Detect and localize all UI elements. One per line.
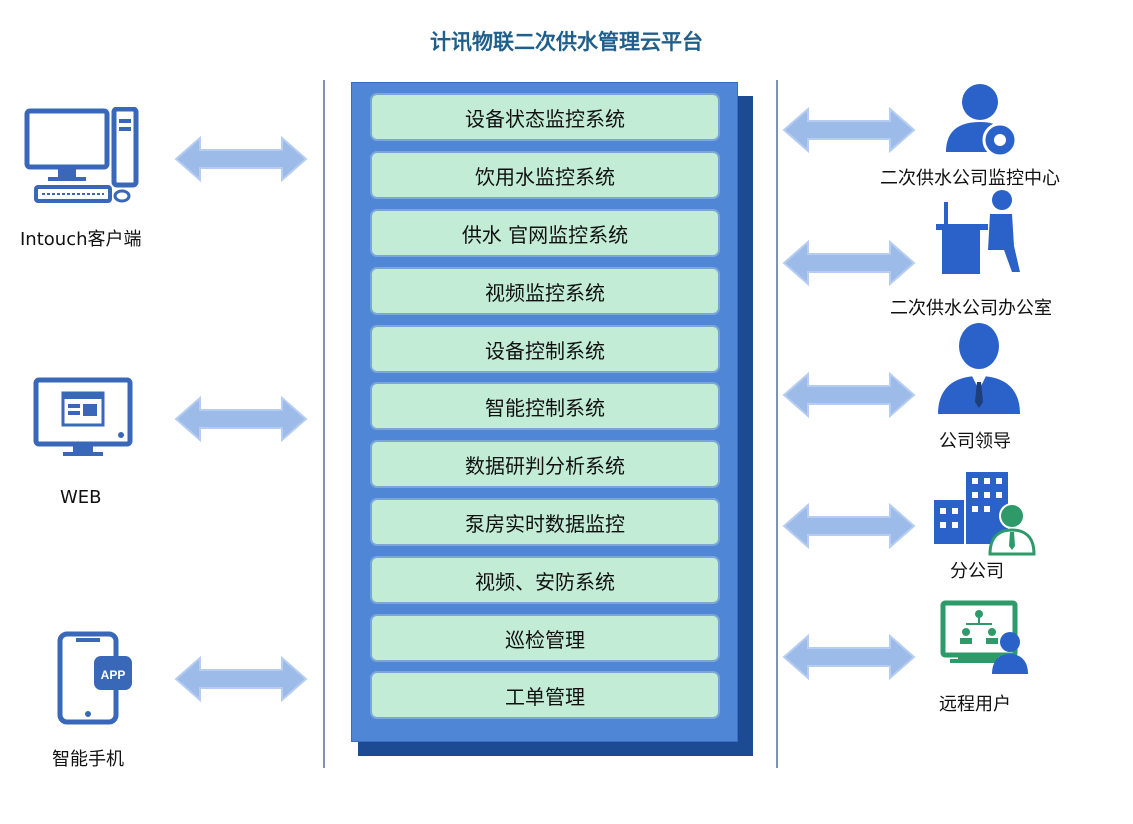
system-box: 智能控制系统 [370,382,720,430]
diagram-title: 计讯物联二次供水管理云平台 [430,30,703,54]
bidirectional-arrow [174,136,308,182]
system-box: 视频、安防系统 [370,556,720,604]
office-worker-icon [936,190,1020,274]
web-monitor-icon [33,377,133,456]
user-label: 远程用户 [939,694,1011,715]
system-box: 设备状态监控系统 [370,93,720,141]
system-box: 泵房实时数据监控 [370,498,720,546]
user-label: 公司领导 [939,431,1011,452]
client-label: WEB [60,487,102,508]
smartphone-app-icon: APP [57,631,132,725]
bidirectional-arrow [782,372,916,418]
system-box: 视频监控系统 [370,267,720,315]
bidirectional-arrow [782,503,916,549]
desktop-computer-icon [24,107,139,203]
system-box: 巡检管理 [370,614,720,662]
branch-building-icon [934,472,1036,556]
user-label: 分公司 [950,561,1004,582]
bidirectional-arrow [782,107,916,153]
system-box: 工单管理 [370,671,720,719]
system-box: 设备控制系统 [370,325,720,373]
right-divider [776,80,778,768]
svg-text:APP: APP [101,668,126,682]
user-label: 二次供水公司监控中心 [880,168,1060,189]
bidirectional-arrow [782,240,916,286]
client-label: 智能手机 [52,749,124,770]
system-box: 供水 官网监控系统 [370,209,720,257]
bidirectional-arrow [174,656,308,702]
bidirectional-arrow [174,396,308,442]
system-box: 饮用水监控系统 [370,151,720,199]
remote-user-icon [940,600,1028,674]
manager-icon [938,323,1020,414]
left-divider [323,80,325,768]
client-label: Intouch客户端 [20,229,142,250]
user-label: 二次供水公司办公室 [890,298,1052,319]
person-gear-icon [946,84,1018,158]
system-box: 数据研判分析系统 [370,440,720,488]
bidirectional-arrow [782,634,916,680]
